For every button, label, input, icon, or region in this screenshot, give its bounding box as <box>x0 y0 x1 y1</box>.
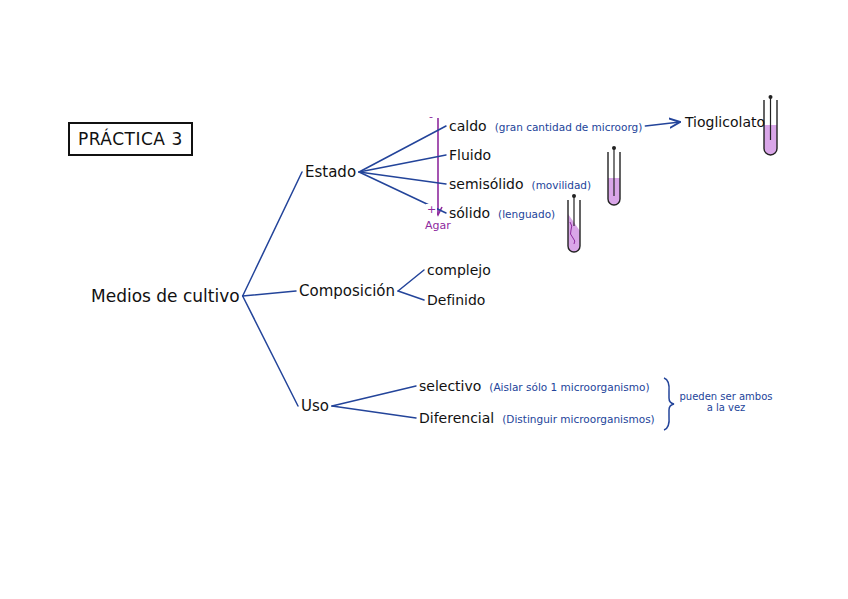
leaf-topic: complejo <box>424 260 494 280</box>
topic-text: Diferencial <box>419 410 494 426</box>
leaf-topic: selectivo (Aislar sólo 1 microorganismo) <box>416 376 652 396</box>
note-text: pueden ser ambos a la vez <box>677 391 775 413</box>
topic-text: Fluido <box>449 147 491 163</box>
branch-line <box>332 406 416 418</box>
branch-line <box>243 291 296 296</box>
branch-line <box>243 296 298 406</box>
needle-tip <box>612 146 616 150</box>
arrow-connector <box>645 122 680 126</box>
curly-bracket <box>664 378 674 430</box>
sign-plus: + <box>426 204 437 216</box>
topic-text: Medios de cultivo <box>91 286 240 306</box>
topic-text: Definido <box>427 292 485 308</box>
branch-topic: Uso <box>298 395 332 417</box>
sign-minus: - <box>428 111 434 123</box>
topic-text: complejo <box>427 262 491 278</box>
topic-text: semisólido <box>449 176 524 192</box>
topic-text: Tioglicolato <box>685 114 765 130</box>
branch-line <box>359 126 446 172</box>
note-text: (lenguado) <box>498 208 555 220</box>
leaf-topic: Fluido <box>446 145 494 165</box>
note-text: (Distinguir microorganismos) <box>502 413 655 425</box>
needle-tip <box>572 194 576 198</box>
topic-text: Uso <box>301 397 329 415</box>
topic-text: Estado <box>305 163 356 181</box>
topic-text: sólido <box>449 205 490 221</box>
leaf-topic: caldo (gran cantidad de microorg) <box>446 116 645 136</box>
example-topic: Tioglicolato <box>682 112 768 132</box>
note-text: (gran cantidad de microorg) <box>495 121 643 133</box>
branch-line <box>332 386 416 406</box>
gradient-label: Agar <box>424 220 452 232</box>
inoculating-needle <box>573 196 574 226</box>
note-text: (Aislar sólo 1 microorganismo) <box>489 381 649 393</box>
leaf-topic: sólido (lenguado) <box>446 203 558 223</box>
agar-arrow-line <box>437 118 439 213</box>
leaf-topic: semisólido (movilidad) <box>446 174 594 194</box>
branch-line <box>398 270 424 291</box>
leaf-topic: Definido <box>424 290 488 310</box>
inoculating-needle <box>770 97 771 140</box>
branch-line <box>359 155 446 172</box>
topic-text: selectivo <box>419 378 481 394</box>
needle-tip <box>769 95 773 99</box>
topic-text: Composición <box>299 282 395 300</box>
leaf-topic: Diferencial (Distinguir microorganismos) <box>416 408 658 428</box>
topic-text: caldo <box>449 118 487 134</box>
root-topic: Medios de cultivo <box>88 284 243 308</box>
note-text: (movilidad) <box>532 179 592 191</box>
branch-line <box>243 172 302 296</box>
branch-topic: Composición <box>296 280 398 302</box>
branch-topic: Estado <box>302 161 359 183</box>
branch-line <box>398 291 424 300</box>
title-box: PRÁCTICA 3 <box>68 122 193 156</box>
inoculating-needle <box>613 148 614 196</box>
